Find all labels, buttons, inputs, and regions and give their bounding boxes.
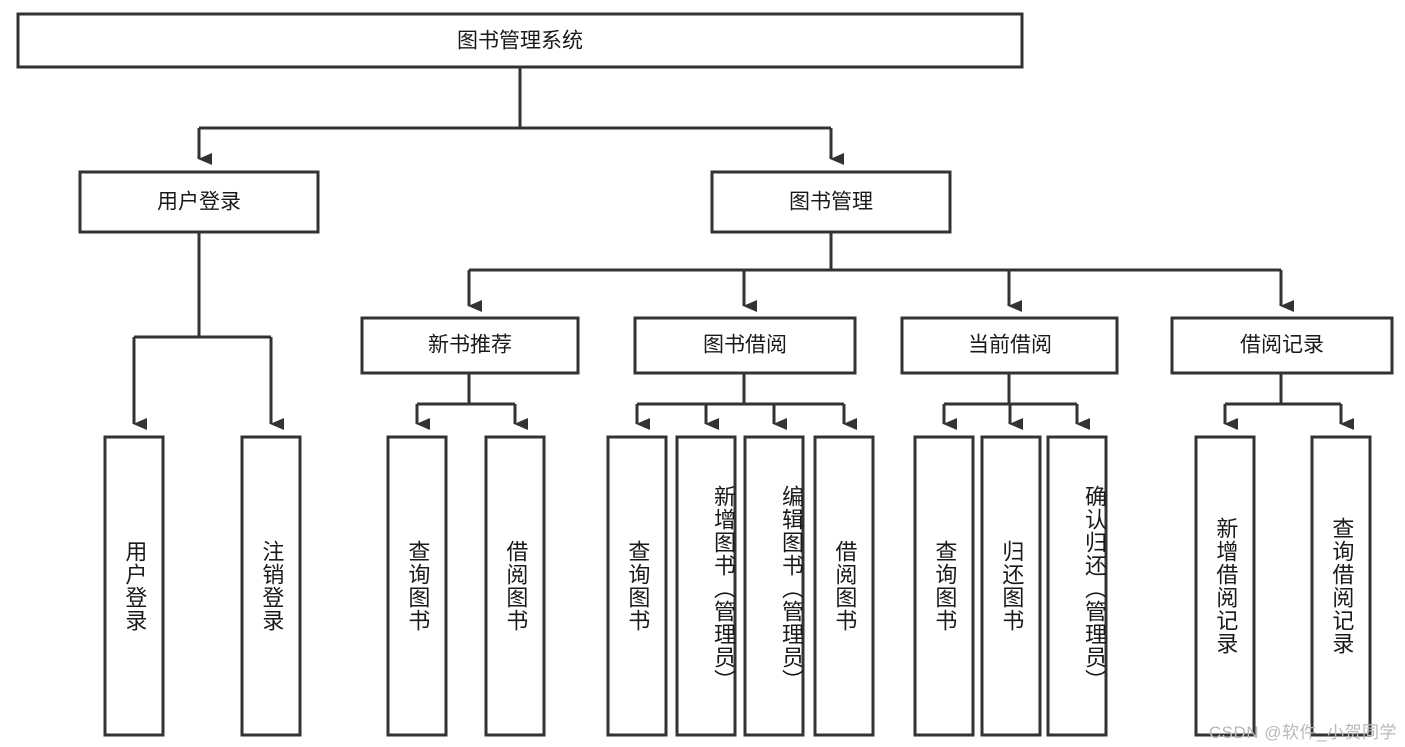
node-box-leaf-return-book[interactable]	[980, 435, 1042, 737]
node-box-user-login[interactable]	[78, 170, 320, 234]
node-box-leaf-confirm-return[interactable]	[1046, 435, 1108, 737]
node-box-leaf-query-book-1[interactable]	[386, 435, 448, 737]
node-box-root[interactable]	[16, 12, 1024, 69]
node-label-book-management: 图书管理	[789, 191, 873, 214]
node-box-leaf-add-book[interactable]	[675, 435, 737, 737]
node-box-leaf-edit-book[interactable]	[743, 435, 805, 737]
node-box-leaf-borrow-book-1[interactable]	[484, 435, 546, 737]
node-label-new-book-recommend: 新书推荐	[428, 334, 512, 357]
node-box-leaf-logout[interactable]	[240, 435, 302, 737]
node-box-borrow-record[interactable]	[1170, 316, 1394, 375]
node-box-leaf-query-book-2[interactable]	[606, 435, 668, 737]
node-box-leaf-query-record[interactable]	[1310, 435, 1372, 737]
node-box-book-management[interactable]	[710, 170, 952, 234]
node-label-user-login: 用户登录	[157, 191, 241, 214]
node-box-leaf-query-book-3[interactable]	[913, 435, 975, 737]
node-box-leaf-add-record[interactable]	[1194, 435, 1256, 737]
node-label-current-borrow: 当前借阅	[968, 334, 1052, 357]
node-box-current-borrow[interactable]	[900, 316, 1119, 375]
node-label-borrow-record: 借阅记录	[1240, 334, 1324, 357]
node-box-leaf-borrow-book-2[interactable]	[813, 435, 875, 737]
node-label-book-borrow: 图书借阅	[703, 334, 787, 357]
node-box-leaf-user-login[interactable]	[103, 435, 165, 737]
node-box-book-borrow[interactable]	[633, 316, 857, 375]
node-box-new-book-recommend[interactable]	[360, 316, 580, 375]
node-label-root: 图书管理系统	[457, 30, 583, 53]
watermark-text: CSDN @软件_小贺同学	[1208, 723, 1397, 742]
connector-group	[132, 67, 1354, 430]
